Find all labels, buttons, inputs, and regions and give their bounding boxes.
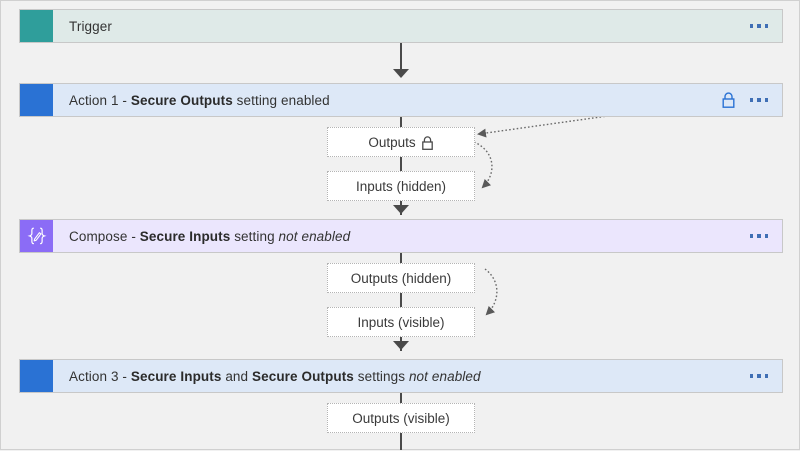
action-swatch-icon [20, 84, 53, 116]
io-box-inputs-visible: Inputs (visible) [327, 307, 475, 337]
outputs-to-inputs-arrow-1 [473, 141, 493, 189]
io-box-inputs-hidden-label: Inputs (hidden) [355, 178, 447, 194]
node-trigger-menu-icon[interactable] [749, 24, 768, 28]
outputs-to-inputs-arrow-2 [484, 268, 498, 316]
node-action1[interactable]: Action 1 - Secure Outputs setting enable… [19, 83, 783, 117]
connector-compose-outputs [400, 253, 402, 263]
compose-braces-pencil-icon [20, 220, 53, 252]
node-compose-actions [749, 234, 783, 238]
io-box-outputs-secured: Outputs [327, 127, 475, 157]
connector-outputs-inputs-1 [400, 157, 402, 171]
trigger-swatch-icon [20, 10, 53, 42]
node-trigger-title: Trigger [69, 18, 112, 34]
node-compose[interactable]: Compose - Secure Inputs setting not enab… [19, 219, 783, 253]
node-action3-actions [749, 374, 783, 378]
connector-outputs-inputs-2 [400, 293, 402, 307]
arrowhead-inputs-compose [393, 205, 409, 214]
node-action1-title: Action 1 - Secure Outputs setting enable… [69, 92, 330, 108]
io-box-outputs-visible-label: Outputs (visible) [352, 410, 450, 426]
io-box-inputs-hidden: Inputs (hidden) [327, 171, 475, 201]
connector-action3-outputs [400, 393, 402, 403]
connector-trigger-action1 [400, 43, 402, 71]
node-action3-menu-icon[interactable] [749, 374, 768, 378]
io-box-outputs-hidden: Outputs (hidden) [327, 263, 475, 293]
action-swatch-icon [20, 360, 53, 392]
arrowhead-trigger-action1 [393, 69, 409, 78]
node-compose-menu-icon[interactable] [749, 234, 768, 238]
connector-action1-outputs [400, 117, 402, 127]
node-trigger[interactable]: Trigger [19, 9, 783, 43]
lock-icon [421, 135, 434, 151]
node-action3-title: Action 3 - Secure Inputs and Secure Outp… [69, 368, 481, 384]
node-action3[interactable]: Action 3 - Secure Inputs and Secure Outp… [19, 359, 783, 393]
io-box-inputs-visible-label: Inputs (visible) [357, 314, 445, 330]
node-trigger-actions [749, 24, 783, 28]
lock-icon [721, 91, 736, 109]
node-action1-actions [721, 91, 783, 109]
io-box-outputs-visible: Outputs (visible) [327, 403, 475, 433]
connector-outputs-bottom [400, 433, 402, 450]
io-box-outputs-hidden-label: Outputs (hidden) [350, 270, 452, 286]
node-action1-menu-icon[interactable] [749, 98, 768, 102]
arrowhead-inputs-action3 [393, 341, 409, 350]
node-compose-title: Compose - Secure Inputs setting not enab… [69, 228, 351, 244]
io-box-outputs-secured-label: Outputs [368, 134, 416, 150]
